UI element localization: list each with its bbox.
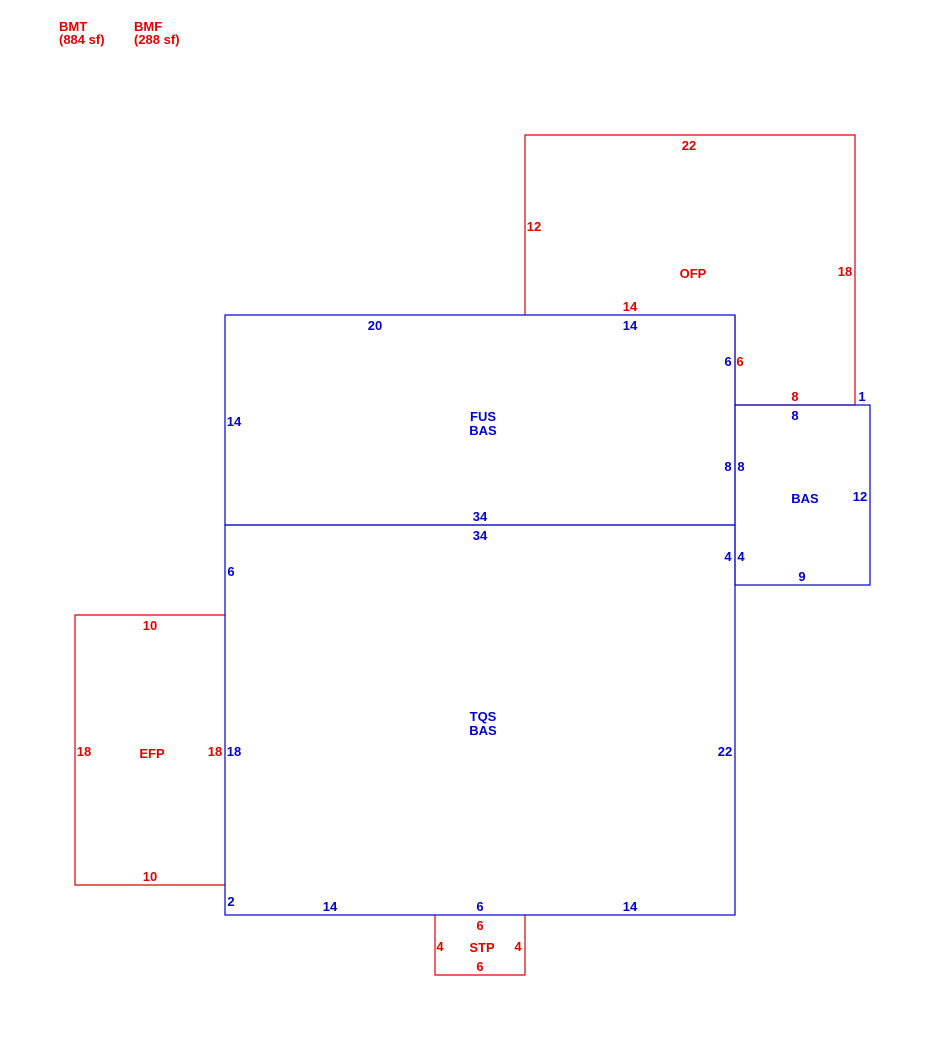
efp-label: EFP bbox=[139, 746, 165, 761]
dim-fus-right-upper: 6 bbox=[724, 354, 731, 369]
dim-fus-left: 14 bbox=[227, 414, 242, 429]
fus-label: FUS bbox=[470, 409, 496, 424]
dim-ofp-top: 22 bbox=[682, 138, 696, 153]
dim-fus-top-left: 20 bbox=[368, 318, 382, 333]
dim-efp-right: 18 bbox=[208, 744, 222, 759]
dim-tqs-left-upper: 6 bbox=[227, 564, 234, 579]
dim-efp-bottom: 10 bbox=[143, 869, 157, 884]
dim-stp-bottom: 6 bbox=[476, 959, 483, 974]
efp-outline bbox=[74, 614, 225, 886]
dim-tqs-left-lower: 2 bbox=[227, 894, 234, 909]
legend-bmt-code: BMT bbox=[59, 19, 88, 34]
dim-bas-top: 8 bbox=[791, 408, 798, 423]
tqs-outline bbox=[224, 524, 736, 916]
legend-bmf-area: (288 sf) bbox=[134, 32, 180, 47]
fus-bas-label: BAS bbox=[469, 423, 497, 438]
dim-ofp-right: 18 bbox=[838, 264, 852, 279]
dim-efp-top: 10 bbox=[143, 618, 157, 633]
tqs-label: TQS bbox=[470, 709, 497, 724]
bas-outline bbox=[734, 404, 871, 586]
dim-tqs-left: 18 bbox=[227, 744, 241, 759]
legend-bmt: BMT (884 sf) bbox=[59, 20, 105, 46]
dim-ofp-inner: 6 bbox=[736, 354, 743, 369]
dim-stp-right: 4 bbox=[514, 939, 522, 954]
dim-efp-left: 18 bbox=[77, 744, 91, 759]
dim-fus-top-right: 14 bbox=[623, 318, 638, 333]
dim-tqs-bottom-left: 14 bbox=[323, 899, 338, 914]
dim-bas-bottom: 9 bbox=[798, 569, 805, 584]
dim-tqs-bottom-mid: 6 bbox=[476, 899, 483, 914]
dim-bas-left-lower: 4 bbox=[737, 549, 745, 564]
ofp-label: OFP bbox=[680, 266, 707, 281]
dim-bas-left: 8 bbox=[737, 459, 744, 474]
bas-label: BAS bbox=[791, 491, 819, 506]
dim-tqs-top: 34 bbox=[473, 528, 488, 543]
dim-fus-right-lower: 8 bbox=[724, 459, 731, 474]
dim-tqs-bottom-right: 14 bbox=[623, 899, 638, 914]
dim-ofp-step-end: 1 bbox=[858, 389, 865, 404]
dim-ofp-step: 8 bbox=[791, 389, 798, 404]
dim-bas-right: 12 bbox=[853, 489, 867, 504]
stp-outline bbox=[434, 915, 526, 976]
dim-ofp-left: 12 bbox=[527, 219, 541, 234]
dim-stp-left: 4 bbox=[436, 939, 444, 954]
stp-label: STP bbox=[469, 940, 495, 955]
dim-tqs-right-upper: 4 bbox=[724, 549, 732, 564]
tqs-bas-label: BAS bbox=[469, 723, 497, 738]
legend-bmf-code: BMF bbox=[134, 19, 163, 34]
legend-bmf: BMF (288 sf) bbox=[134, 20, 180, 46]
dim-fus-bottom: 34 bbox=[473, 509, 488, 524]
dim-tqs-right: 22 bbox=[718, 744, 732, 759]
dim-stp-top: 6 bbox=[476, 918, 483, 933]
legend-bmt-area: (884 sf) bbox=[59, 32, 105, 47]
dim-ofp-bottom: 14 bbox=[623, 299, 638, 314]
